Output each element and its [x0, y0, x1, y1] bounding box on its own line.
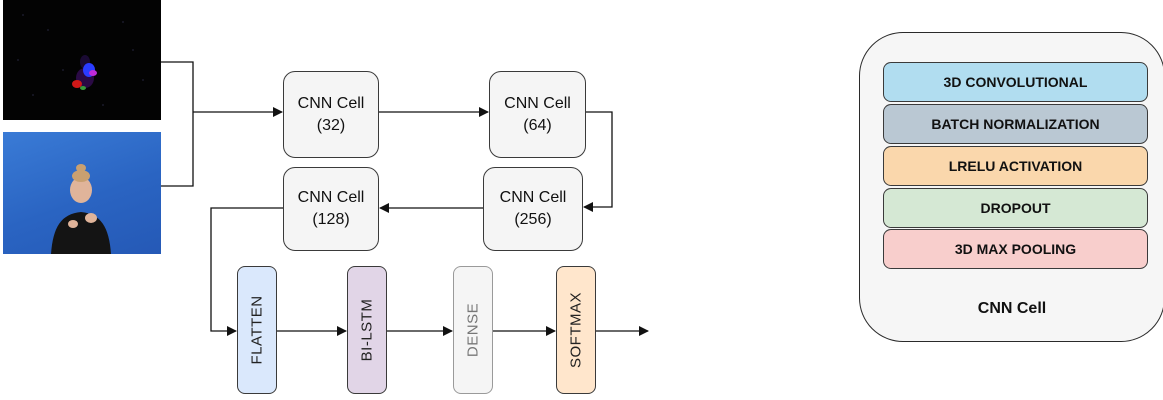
legend-row-dropout: DROPOUT [883, 188, 1148, 228]
cnn-cell-32-size: (32) [316, 116, 346, 134]
input-merge-line [161, 61, 194, 187]
cnn-cell-32-label: CNN Cell [297, 94, 365, 112]
cnn-cell-128-size: (128) [312, 211, 350, 228]
dense-layer-label: DENSE [464, 302, 482, 358]
flatten-layer: FLATTEN [237, 266, 277, 394]
legend-row-lrelu-activation: LRELU ACTIVATION [883, 146, 1148, 186]
arrow-64-to-256 [583, 111, 613, 212]
softmax-layer: SOFTMAX [556, 266, 596, 394]
legend-row-batch-normalization: BATCH NORMALIZATION [883, 104, 1148, 144]
cnn-cell-256-size: (256) [514, 211, 552, 228]
bilstm-layer-label: BI-LSTM [358, 298, 376, 362]
flatten-layer-label: FLATTEN [248, 295, 266, 365]
bilstm-layer: BI-LSTM [347, 266, 387, 394]
cnn-cell-128: CNN Cell (128) [283, 167, 379, 251]
cnn-cell-256: CNN Cell (256) [483, 167, 583, 251]
dense-layer: DENSE [453, 266, 493, 394]
cnn-cell-32: CNN Cell (32) [283, 71, 379, 158]
cnn-cell-64-size: (64) [523, 116, 552, 134]
cnn-cell-64-label: CNN Cell [504, 94, 571, 112]
legend-row-3d-max-pooling: 3D MAX POOLING [883, 229, 1148, 269]
cnn-cell-64: CNN Cell (64) [489, 71, 586, 158]
cnn-cell-256-label: CNN Cell [499, 189, 567, 206]
rgb-signer-image [3, 132, 161, 254]
arrow-128-to-flatten [210, 207, 283, 336]
softmax-layer-label: SOFTMAX [567, 291, 585, 369]
legend-title: CNN Cell [977, 300, 1047, 317]
cnn-cell-128-label: CNN Cell [297, 189, 365, 206]
depth-frame-image [3, 0, 161, 120]
legend-row-3d-convolutional: 3D CONVOLUTIONAL [883, 62, 1148, 102]
